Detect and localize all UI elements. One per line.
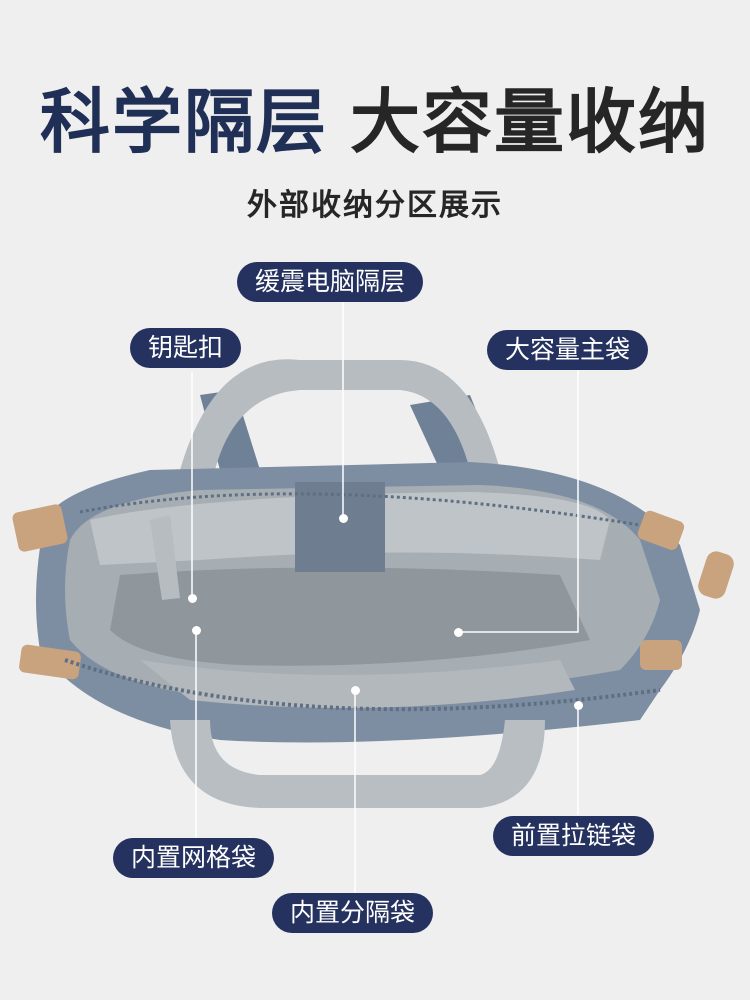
dot-main-pocket <box>454 628 463 637</box>
label-main-pocket: 大容量主袋 <box>487 330 649 370</box>
leather-tab-left-top <box>12 504 68 552</box>
page-subtitle: 外部收纳分区展示 <box>247 188 503 223</box>
key-clip <box>150 515 180 600</box>
label-divider-pocket: 内置分隔袋 <box>272 893 434 933</box>
front-handle <box>170 720 545 808</box>
title-part2: 大容量收纳 <box>350 81 710 163</box>
dot-front-zipper <box>574 701 583 710</box>
label-mesh-pocket: 内置网格袋 <box>113 838 275 878</box>
front-zipper-track <box>64 658 661 712</box>
laptop-strap <box>295 482 385 572</box>
leather-tab-left-bottom <box>19 644 81 680</box>
label-laptop-sleeve: 缓震电脑隔层 <box>237 262 424 302</box>
dot-laptop-sleeve <box>339 514 348 523</box>
page-title: 科学隔层大容量收纳 <box>0 82 750 162</box>
back-handle <box>180 359 500 470</box>
leather-tab-right-bottom <box>640 640 682 670</box>
line-main-pocket <box>458 370 579 633</box>
dot-mesh-pocket <box>192 626 201 635</box>
label-key-clip: 钥匙扣 <box>130 328 242 368</box>
dot-key-clip <box>188 594 197 603</box>
divider-pocket <box>140 660 575 708</box>
leather-tab-right-top <box>637 510 685 550</box>
label-front-zipper: 前置拉链袋 <box>493 816 655 856</box>
title-part1: 科学隔层 <box>40 81 328 163</box>
interior-floor <box>110 567 590 666</box>
top-zipper-track <box>79 492 641 527</box>
dot-divider-pocket <box>351 686 360 695</box>
zipper-pull <box>698 551 734 599</box>
